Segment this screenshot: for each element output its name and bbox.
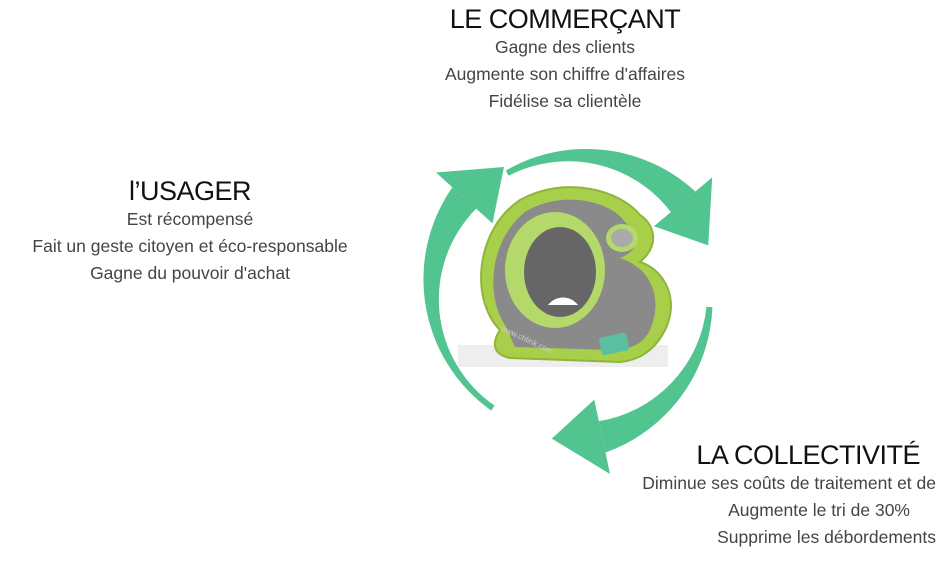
machine-slot xyxy=(548,297,578,305)
commercant-title: LE COMMERÇANT xyxy=(449,4,681,34)
commercant-line: Augmente son chiffre d'affaires xyxy=(444,64,686,84)
usager-line: Fait un geste citoyen et éco-responsable xyxy=(32,236,348,256)
collectivite-line: Supprime les débordements xyxy=(717,527,936,547)
collectivite-line: Augmente le tri de 30% xyxy=(728,500,910,520)
arrow-bottom-right-body xyxy=(598,306,713,453)
card-icon xyxy=(598,332,630,356)
collectivite-block: LA COLLECTIVITÉ Diminue ses coûts de tra… xyxy=(642,440,936,551)
collectivite-line: Diminue ses coûts de traitement et de xyxy=(642,473,936,493)
usager-line: Est récompensé xyxy=(126,209,254,229)
arrow-left-body xyxy=(423,187,495,411)
usager-line: Gagne du pouvoir d'achat xyxy=(90,263,290,283)
usager-block: l’USAGER Est récompensé Fait un geste ci… xyxy=(0,176,380,287)
arrow-left-head-icon xyxy=(436,166,504,224)
collectivite-title: LA COLLECTIVITÉ xyxy=(696,440,920,470)
commercant-block: LE COMMERÇANT Gagne des clients Augmente… xyxy=(365,4,765,115)
machine-hole xyxy=(524,227,596,317)
commercant-line: Gagne des clients xyxy=(494,37,636,57)
arrow-top-head-icon xyxy=(653,177,713,246)
machine-scanner xyxy=(611,229,633,247)
usager-title: l’USAGER xyxy=(128,176,252,206)
recycling-machine-image: www.chlink.com xyxy=(458,186,672,367)
arrow-top-body xyxy=(505,148,696,213)
commercant-line: Fidélise sa clientèle xyxy=(488,91,642,111)
arrow-bottom-right-head-icon xyxy=(551,399,611,475)
